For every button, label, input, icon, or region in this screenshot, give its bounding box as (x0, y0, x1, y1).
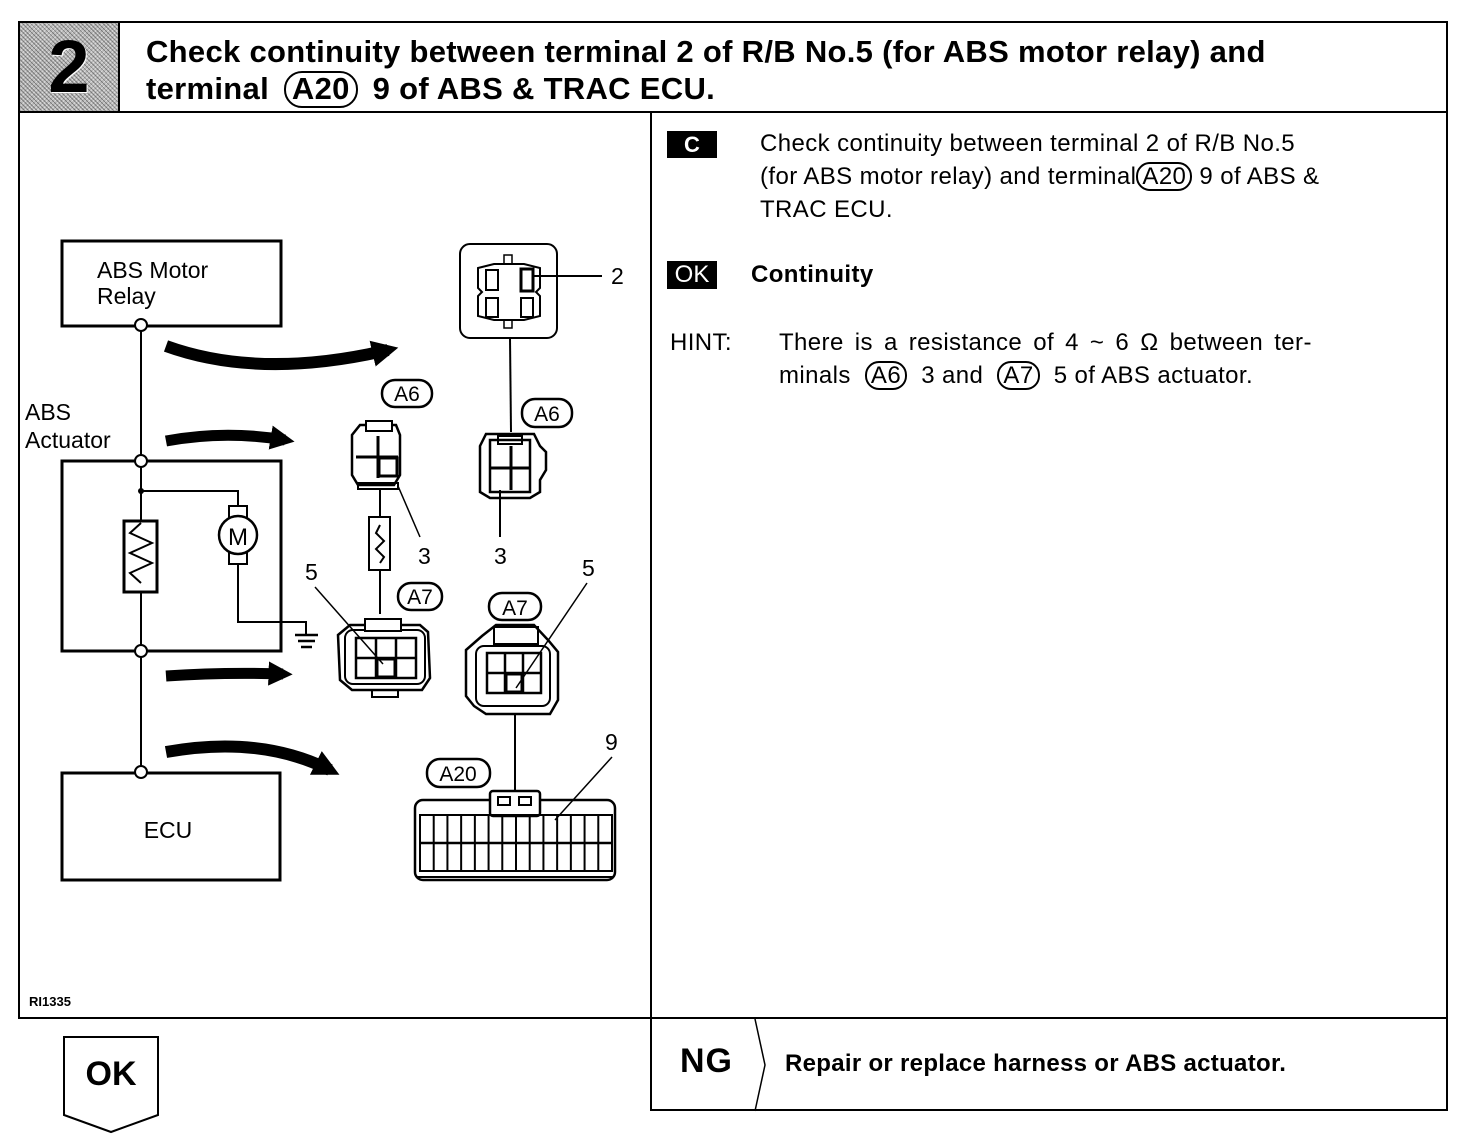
connector-a6-left-icon (350, 420, 402, 490)
connector-a6-right-icon (478, 432, 548, 500)
step-title-line2: terminal A20 9 of ABS & TRAC ECU. (146, 70, 1436, 108)
connector-tag-a7: A7 (997, 361, 1040, 391)
actuator-label-line1: ABS (25, 399, 71, 425)
ecu-block: ECU (60, 771, 282, 882)
connector-tag-a6: A6 (864, 361, 908, 391)
ng-branch[interactable] (651, 1017, 1448, 1112)
relay-label-line1: ABS Motor (97, 257, 209, 283)
ng-action-text: Repair or replace harness or ABS actuato… (785, 1050, 1287, 1077)
terminal-label-a7-right-5: 5 (582, 555, 595, 581)
title-suffix: 9 of ABS & TRAC ECU. (372, 71, 716, 106)
step-header: 2 Check continuity between terminal 2 of… (18, 21, 1448, 113)
terminal-label-2: 2 (611, 263, 624, 289)
connector-a6-right-tag: A6 (520, 397, 574, 429)
wiring-diagram: ABS Motor Relay ABS Actuator M ECU (25, 239, 624, 1009)
connector-a20-icon (413, 789, 617, 882)
arrow-ecu-to-a20-icon (164, 740, 340, 776)
svg-text:A7: A7 (502, 597, 528, 620)
figure-id: RI1335 (29, 994, 71, 1009)
svg-text:A7: A7 (407, 586, 433, 609)
connector-a7-right-icon (464, 623, 560, 716)
actuator-label-line2: Actuator (25, 427, 111, 453)
ok-next-step-button[interactable] (62, 1035, 162, 1135)
abs-actuator-block: M (60, 459, 318, 653)
step-title-line1: Check continuity between terminal 2 of R… (146, 34, 1266, 69)
connector-a6-left-tag: A6 (380, 378, 434, 409)
terminal-label-a7-left-5: 5 (305, 559, 318, 585)
abs-motor-relay-block: ABS Motor Relay (60, 239, 283, 328)
connector-a7-left-tag: A7 (396, 581, 444, 612)
connector-tag-a20: A20 (283, 71, 358, 108)
ecu-label: ECU (144, 817, 193, 843)
terminal-label-a6-right-3: 3 (494, 543, 507, 569)
check-instruction: Check continuity between terminal 2 of R… (760, 127, 1450, 226)
hint-line2: minals A6 3 and A7 5 of ABS actuator. (779, 361, 1254, 391)
hint-label: HINT: (670, 329, 732, 356)
relay-label-line2: Relay (97, 283, 156, 309)
svg-text:A20: A20 (439, 763, 476, 786)
hint-line1: There is a resistance of 4 ~ 6 Ω between… (779, 329, 1312, 356)
connector-a7-left-icon (336, 618, 432, 698)
step-number-badge: 2 (20, 23, 120, 111)
step-number: 2 (48, 25, 90, 108)
check-badge: C (667, 131, 717, 158)
ng-label: NG (680, 1042, 733, 1080)
motor-icon: M (217, 505, 259, 565)
connector-a7-right-tag: A7 (487, 591, 543, 622)
svg-text:A6: A6 (534, 403, 560, 426)
step-title: Check continuity between terminal 2 of R… (146, 33, 1436, 108)
connector-tag-a20: A20 (1136, 162, 1193, 192)
expected-result: Continuity (751, 261, 874, 288)
terminal-label-a20-9: 9 (605, 729, 618, 755)
hint-text: There is a resistance of 4 ~ 6 Ω between… (779, 326, 1449, 392)
chevron-right-icon (754, 1019, 766, 1112)
instruction-line1: Check continuity between terminal 2 of R… (760, 130, 1296, 157)
relay-block-socket-icon (459, 243, 602, 339)
arrow-relay-to-rb-icon (163, 340, 399, 370)
arrow-actuator-to-a7-icon (165, 661, 293, 686)
instruction-line3: TRAC ECU. (760, 196, 893, 223)
column-divider (650, 111, 652, 1111)
terminal-label-a6-left-3: 3 (418, 543, 431, 569)
title-prefix: terminal (146, 71, 269, 106)
arrow-actuator-to-a6-icon (164, 425, 295, 450)
ok-next-step-label[interactable]: OK (85, 1055, 137, 1093)
motor-symbol: M (228, 524, 248, 551)
connector-a20-tag: A20 (425, 757, 492, 789)
ok-badge: OK (667, 261, 717, 289)
terminal-nodes (134, 318, 148, 779)
svg-text:A6: A6 (394, 383, 420, 406)
ground-icon (295, 633, 318, 649)
